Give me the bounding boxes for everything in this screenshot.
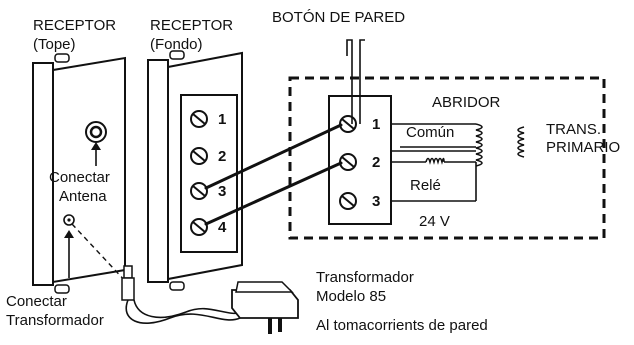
wall-outlet-label: Al tomacorrients de pared (316, 317, 488, 334)
wall-button-label: BOTÓN DE PARED (272, 9, 405, 26)
wire-receiver4-to-opener2 (204, 161, 343, 226)
coil-icon (475, 123, 483, 167)
opener-dashed-box (288, 76, 606, 240)
receiver-top-view (32, 53, 126, 294)
coil-icon (517, 126, 525, 158)
opener-terminal-3: 3 (372, 193, 380, 210)
terminal-screw-icon (190, 218, 208, 236)
terminal-screw-icon (339, 115, 357, 133)
terminal-screw-icon (339, 153, 357, 171)
transformer-model-line2: Modelo 85 (316, 288, 386, 305)
relay-label: Relé (410, 177, 441, 194)
trans-label: TRANS. (546, 121, 601, 138)
antenna-jack-icon (85, 121, 107, 143)
connect-antenna-line2: Antena (59, 188, 107, 205)
connect-transformer-line2: Transformador (6, 312, 104, 329)
wire-receiver3-to-opener1 (204, 123, 343, 190)
terminal-screw-icon (190, 110, 208, 128)
connect-transformer-line1: Conectar (6, 293, 67, 310)
opener-label: ABRIDOR (432, 94, 501, 111)
receptor-tope-title: RECEPTOR (33, 17, 116, 34)
coil-icon (425, 157, 445, 165)
terminal-screw-icon (190, 147, 208, 165)
transformer-model-line1: Transformador (316, 269, 414, 286)
common-label: Común (406, 124, 454, 141)
connect-antenna-line1: Conectar (49, 169, 110, 186)
receiver-terminal-2: 2 (218, 148, 226, 165)
terminal-screw-icon (190, 182, 208, 200)
receiver-terminal-4: 4 (218, 219, 227, 236)
receptor-fondo-title: RECEPTOR (150, 17, 233, 34)
wall-button-wire-a (346, 39, 353, 124)
wall-button-wire-b (359, 39, 365, 124)
receptor-tope-subtitle: (Tope) (33, 36, 76, 53)
receiver-terminal-strip: 1 2 3 4 (190, 110, 227, 236)
receiver-terminal-1: 1 (218, 111, 226, 128)
receptor-fondo-subtitle: (Fondo) (150, 36, 203, 53)
primary-label: PRIMARIO (546, 139, 620, 156)
terminal-screw-icon (339, 192, 357, 210)
receiver-bottom-view (147, 50, 243, 291)
voltage-label: 24 V (419, 213, 450, 230)
opener-terminal-1: 1 (372, 116, 380, 133)
power-jack-icon (63, 214, 75, 226)
receiver-terminal-3: 3 (218, 183, 226, 200)
plug-transformer-icon (121, 265, 299, 334)
opener-terminal-2: 2 (372, 154, 380, 171)
